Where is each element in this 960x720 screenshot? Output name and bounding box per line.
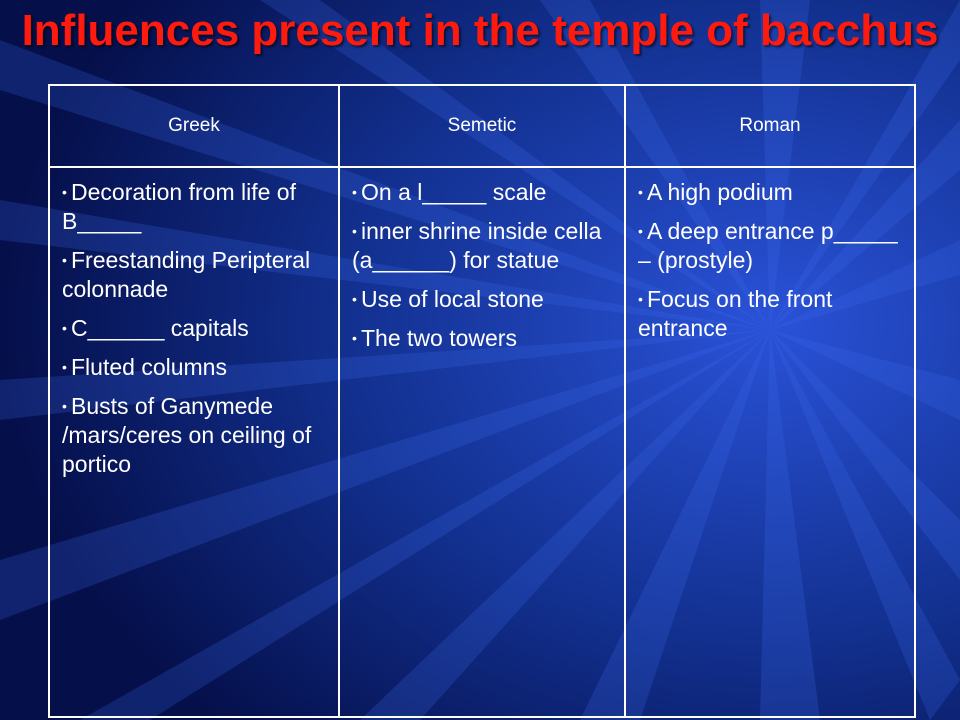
bullet-icon: • (62, 398, 67, 414)
list-item: •Focus on the front entrance (636, 285, 906, 343)
list-item: •Use of local stone (350, 285, 616, 314)
list-item: •The two towers (350, 324, 616, 353)
header-semetic: Semetic (338, 84, 626, 168)
bullet-icon: • (62, 320, 67, 336)
list-item: •inner shrine inside cella (a______) for… (350, 217, 616, 275)
roman-list: •A high podium •A deep entrance p_____ –… (636, 178, 906, 343)
semetic-list: •On a l_____ scale •inner shrine inside … (350, 178, 616, 353)
list-item: •Decoration from life of B_____ (60, 178, 330, 236)
list-item: •Busts of Ganymede /mars/ceres on ceilin… (60, 392, 330, 479)
bullet-icon: • (638, 223, 643, 239)
list-item: •C______ capitals (60, 314, 330, 343)
item-text: On a l_____ scale (361, 179, 547, 205)
greek-list: •Decoration from life of B_____ •Freesta… (60, 178, 330, 479)
item-text: inner shrine inside cella (a______) for … (352, 218, 602, 273)
semetic-cell: •On a l_____ scale •inner shrine inside … (338, 166, 626, 718)
item-text: Focus on the front entrance (638, 286, 833, 341)
bullet-icon: • (638, 291, 643, 307)
item-text: Fluted columns (71, 354, 227, 380)
bullet-icon: • (62, 184, 67, 200)
influences-table: Greek Semetic Roman •Decoration from lif… (48, 84, 916, 718)
item-text: Busts of Ganymede /mars/ceres on ceiling… (62, 393, 312, 477)
bullet-icon: • (352, 291, 357, 307)
slide-title: Influences present in the temple of bacc… (21, 6, 939, 55)
bullet-icon: • (638, 184, 643, 200)
bullet-icon: • (352, 330, 357, 346)
table-row: •Decoration from life of B_____ •Freesta… (48, 166, 916, 718)
bullet-icon: • (62, 359, 67, 375)
greek-cell: •Decoration from life of B_____ •Freesta… (48, 166, 340, 718)
list-item: •On a l_____ scale (350, 178, 616, 207)
bullet-icon: • (352, 223, 357, 239)
item-text: The two towers (361, 325, 517, 351)
list-item: •A high podium (636, 178, 906, 207)
item-text: Use of local stone (361, 286, 544, 312)
table-header-row: Greek Semetic Roman (48, 84, 916, 168)
list-item: •Freestanding Peripteral colonnade (60, 246, 330, 304)
item-text: Decoration from life of B_____ (62, 179, 296, 234)
item-text: C______ capitals (71, 315, 249, 341)
header-greek: Greek (48, 84, 340, 168)
list-item: •A deep entrance p_____ – (prostyle) (636, 217, 906, 275)
header-roman: Roman (624, 84, 916, 168)
item-text: A deep entrance p_____ – (prostyle) (638, 218, 898, 273)
bullet-icon: • (352, 184, 357, 200)
list-item: •Fluted columns (60, 353, 330, 382)
bullet-icon: • (62, 252, 67, 268)
roman-cell: •A high podium •A deep entrance p_____ –… (624, 166, 916, 718)
item-text: A high podium (647, 179, 793, 205)
item-text: Freestanding Peripteral colonnade (62, 247, 311, 302)
